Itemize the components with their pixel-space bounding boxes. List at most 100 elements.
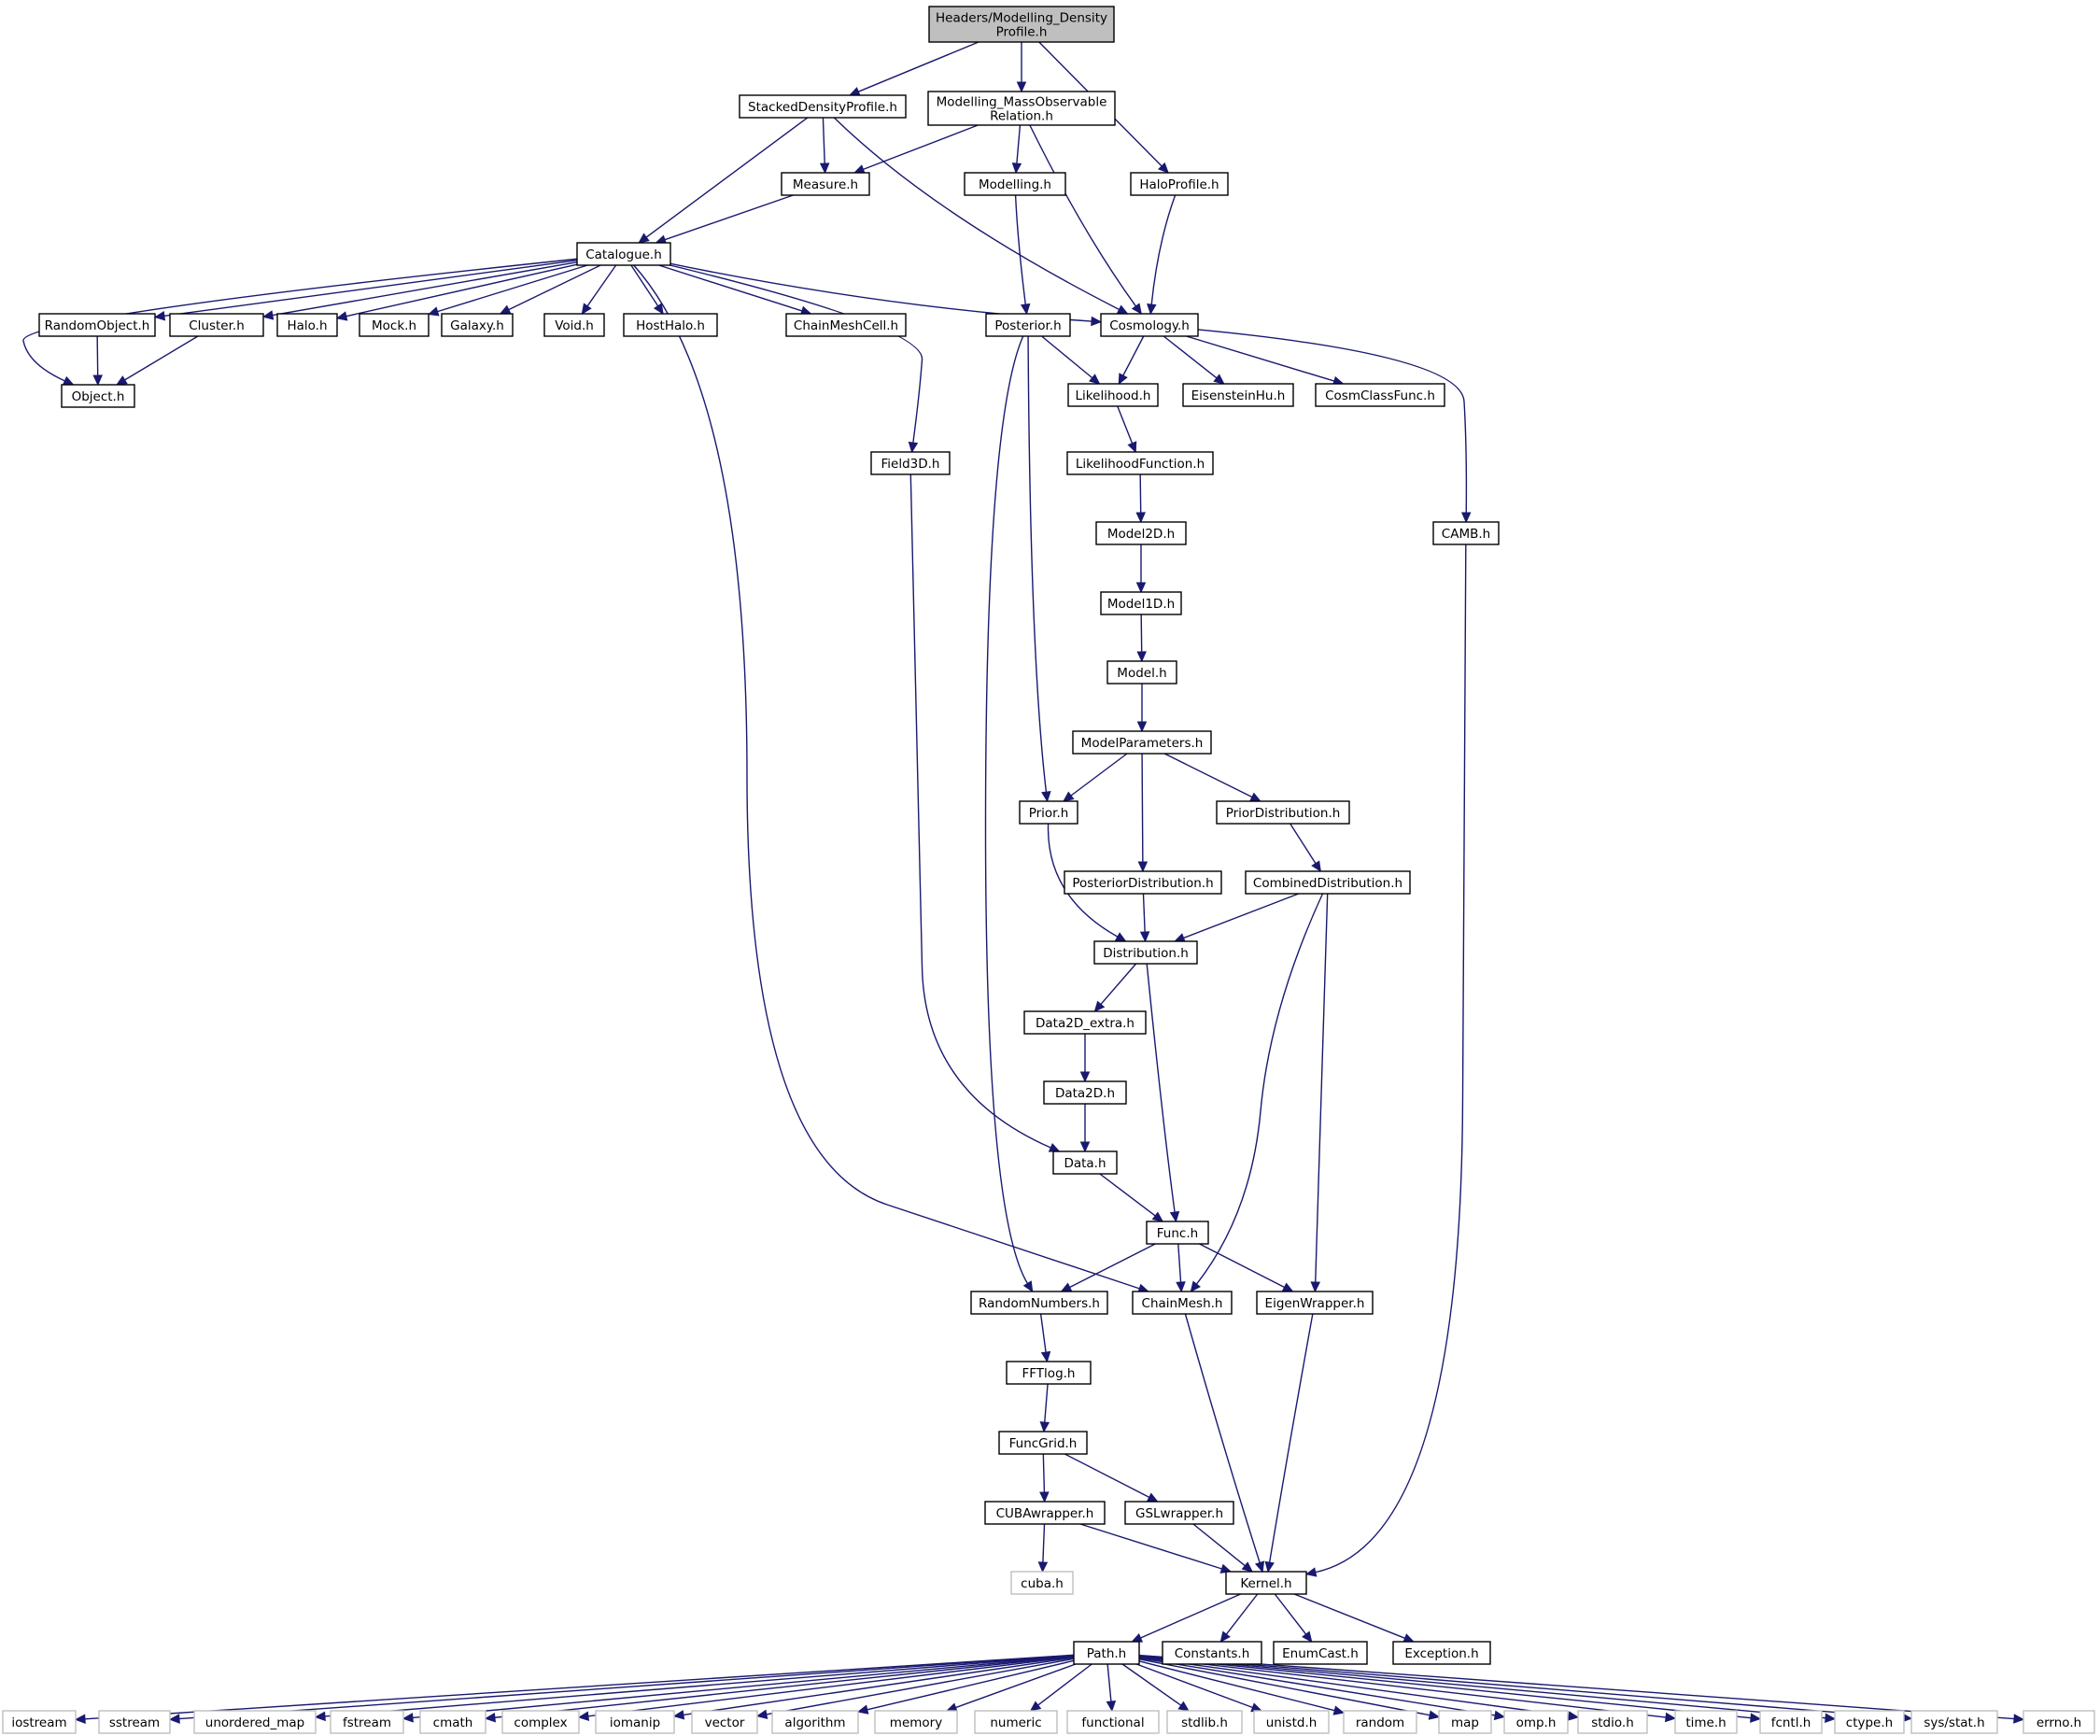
node-label: Galaxy.h <box>450 318 504 333</box>
edge-arrowhead <box>1158 162 1169 174</box>
node-likelihood[interactable]: Likelihood.h <box>1067 383 1159 407</box>
node-cluster[interactable]: Cluster.h <box>169 313 264 337</box>
node-distribution[interactable]: Distribution.h <box>1093 940 1198 965</box>
node-fftlog[interactable]: FFTlog.h <box>1006 1361 1092 1385</box>
node-priordistribution[interactable]: PriorDistribution.h <box>1216 800 1350 825</box>
node-camb[interactable]: CAMB.h <box>1432 521 1500 545</box>
node-cmath: cmath <box>419 1710 486 1734</box>
node-box <box>781 172 870 196</box>
node-void[interactable]: Void.h <box>543 313 605 337</box>
node-object[interactable]: Object.h <box>61 384 135 408</box>
node-label: Model2D.h <box>1107 527 1175 542</box>
node-cosmclassfunc[interactable]: CosmClassFunc.h <box>1315 383 1445 407</box>
node-gslwrapper[interactable]: GSLwrapper.h <box>1124 1501 1234 1525</box>
node-cosmology[interactable]: Cosmology.h <box>1100 313 1199 337</box>
edge-arrowhead <box>1428 1710 1441 1720</box>
edge-func-to-eigenwrapper <box>1199 1243 1285 1289</box>
edge-path-to-functional <box>1106 1663 1112 1702</box>
edge-arrowhead <box>1011 162 1022 175</box>
node-prior[interactable]: Prior.h <box>1019 800 1078 825</box>
node-stacked[interactable]: StackedDensityProfile.h <box>739 94 907 119</box>
node-path[interactable]: Path.h <box>1073 1641 1140 1665</box>
node-constants[interactable]: Constants.h <box>1162 1641 1262 1665</box>
edge-catalogue-to-chainmeshcell <box>658 264 803 312</box>
edge-path-to-iomanip <box>683 1657 1075 1716</box>
node-kernel[interactable]: Kernel.h <box>1225 1571 1307 1595</box>
edge-catalogue-to-field3d <box>669 264 923 444</box>
edge-arrowhead <box>1825 1713 1837 1723</box>
node-box <box>785 313 907 337</box>
node-data2d[interactable]: Data2D.h <box>1043 1080 1127 1105</box>
node-randomobject[interactable]: RandomObject.h <box>38 313 156 337</box>
node-randomnumbers[interactable]: RandomNumbers.h <box>970 1291 1108 1315</box>
node-time: time.h <box>1674 1710 1738 1734</box>
node-label: Headers/Modelling_Density <box>936 11 1107 26</box>
node-halo[interactable]: Halo.h <box>276 313 338 337</box>
node-box <box>1759 1710 1823 1734</box>
node-exception[interactable]: Exception.h <box>1392 1641 1491 1665</box>
node-posteriordistribution[interactable]: PosteriorDistribution.h <box>1064 870 1222 895</box>
node-data2dextra[interactable]: Data2D_extra.h <box>1023 1010 1147 1035</box>
edge-path-to-random <box>1138 1660 1335 1712</box>
node-label: stdlib.h <box>1181 1715 1228 1730</box>
node-root[interactable]: Headers/Modelling_DensityProfile.h <box>928 6 1115 43</box>
edge-arrowhead <box>1151 1211 1164 1222</box>
node-combineddistribution[interactable]: CombinedDistribution.h <box>1245 870 1411 895</box>
node-field3d[interactable]: Field3D.h <box>870 451 951 475</box>
node-eisensteinhu[interactable]: EisensteinHu.h <box>1182 383 1294 407</box>
node-data[interactable]: Data.h <box>1052 1150 1118 1175</box>
node-enumcast[interactable]: EnumCast.h <box>1273 1641 1368 1665</box>
edge-arrowhead <box>74 1714 86 1725</box>
edge-path-to-cmath <box>494 1656 1075 1718</box>
node-measure[interactable]: Measure.h <box>781 172 870 196</box>
node-box <box>501 1710 580 1734</box>
node-funcgrid[interactable]: FuncGrid.h <box>998 1431 1088 1455</box>
node-label: Profile.h <box>996 25 1048 40</box>
node-likelihoodfunction[interactable]: LikelihoodFunction.h <box>1066 451 1214 475</box>
edge-arrowhead <box>499 304 512 315</box>
edge-arrowhead <box>1091 316 1103 327</box>
node-box <box>61 384 135 408</box>
node-label: Constants.h <box>1175 1646 1250 1661</box>
node-haloprofile[interactable]: HaloProfile.h <box>1130 172 1229 196</box>
edge-cosmology-to-likelihood <box>1122 335 1145 376</box>
edge-func-to-chainmesh <box>1177 1243 1182 1283</box>
node-box <box>1073 1641 1140 1665</box>
edge-path-to-errno <box>1138 1654 2015 1720</box>
edge-data-to-func <box>1099 1173 1156 1217</box>
node-model[interactable]: Model.h <box>1106 660 1177 685</box>
node-posterior[interactable]: Posterior.h <box>985 313 1071 337</box>
edge-posterior-to-randomnumbers <box>984 335 1029 1284</box>
edge-kernel-to-constants <box>1225 1593 1259 1635</box>
node-chainmesh[interactable]: ChainMesh.h <box>1132 1291 1233 1315</box>
node-label: ModelParameters.h <box>1081 736 1204 751</box>
node-model2d[interactable]: Model2D.h <box>1095 521 1187 545</box>
node-modelling[interactable]: Modelling.h <box>964 172 1066 196</box>
edge-arrowhead <box>1022 1280 1034 1293</box>
node-model1d[interactable]: Model1D.h <box>1100 591 1182 615</box>
node-label: Measure.h <box>793 177 858 192</box>
node-box <box>359 313 430 337</box>
node-label: ctype.h <box>1846 1715 1893 1730</box>
node-label: Path.h <box>1087 1646 1127 1661</box>
node-unistd: unistd.h <box>1253 1710 1330 1734</box>
node-galaxy[interactable]: Galaxy.h <box>441 313 514 337</box>
node-functional: functional <box>1066 1710 1160 1734</box>
node-func[interactable]: Func.h <box>1146 1221 1209 1245</box>
node-hosthalo[interactable]: HostHalo.h <box>623 313 718 337</box>
node-chainmeshcell[interactable]: ChainMeshCell.h <box>785 313 907 337</box>
node-cubawrapper[interactable]: CUBAwrapper.h <box>984 1501 1106 1525</box>
node-modelparameters[interactable]: ModelParameters.h <box>1072 730 1212 755</box>
edge-arrowhead <box>1060 1282 1073 1292</box>
node-eigenwrapper[interactable]: EigenWrapper.h <box>1256 1291 1374 1315</box>
edge-arrowhead <box>856 1704 869 1715</box>
edge-modelparameters-to-prior <box>1070 753 1128 797</box>
node-box <box>1052 1150 1118 1175</box>
node-box <box>576 242 671 266</box>
node-box <box>1043 1080 1127 1105</box>
node-catalogue[interactable]: Catalogue.h <box>576 242 671 266</box>
edge-path-to-iostream <box>84 1654 1075 1720</box>
edge-arrowhead <box>577 1711 590 1721</box>
node-mock[interactable]: Mock.h <box>359 313 430 337</box>
